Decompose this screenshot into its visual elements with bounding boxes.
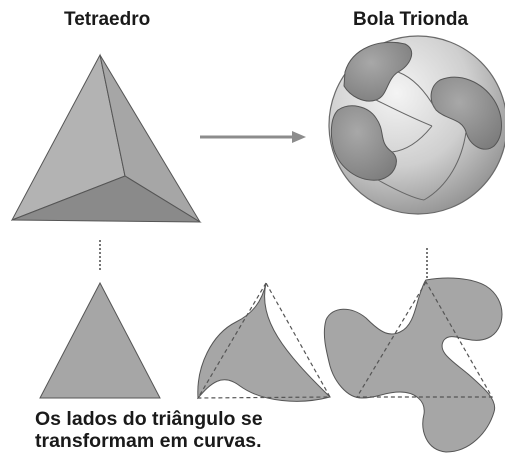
tetrahedron [10,53,202,223]
transform-arrow [200,131,306,143]
caption: Os lados do triângulo se transformam em … [35,408,263,452]
trionda-pattern [323,277,503,453]
ball-panel-left [330,105,397,181]
trionda-title: Bola Trionda [353,9,469,30]
tetrahedron-title: Tetraedro [64,9,151,30]
trionda-ball [328,35,505,215]
curved-triangle [196,281,332,402]
caption-line-2: transformam em curvas. [35,430,262,452]
caption-line-1: Os lados do triângulo se [35,408,263,430]
tetrahedron-bottom-face [11,175,202,223]
plain-triangle [39,281,161,399]
